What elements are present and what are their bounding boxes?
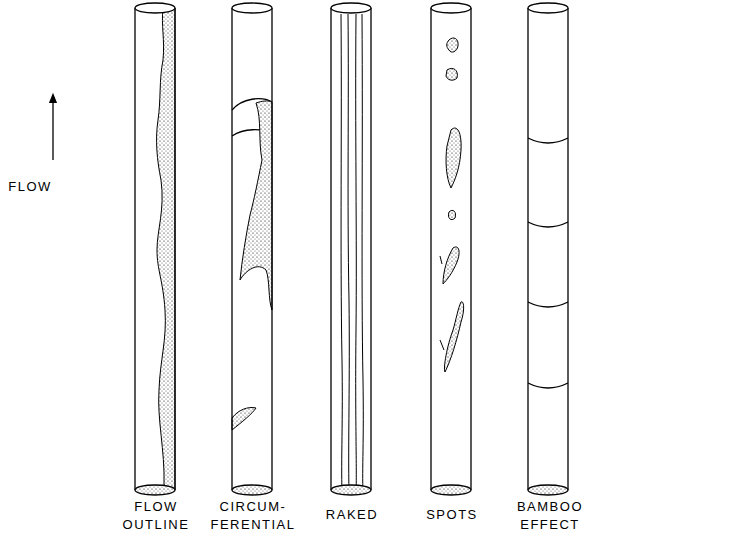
flow-arrow bbox=[52, 98, 53, 160]
flow-label: FLOW bbox=[4, 178, 56, 196]
tube-label: CIRCUM- FERENTIAL bbox=[205, 498, 301, 534]
tube-label: SPOTS bbox=[407, 506, 497, 524]
tube-label: FLOW OUTLINE bbox=[111, 498, 201, 534]
tube bbox=[232, 3, 272, 495]
tube bbox=[431, 3, 471, 495]
tube bbox=[135, 3, 175, 495]
tube-label: RAKED bbox=[307, 506, 397, 524]
tube-label: BAMBOO EFFECT bbox=[505, 498, 595, 534]
tube bbox=[331, 3, 371, 495]
tube bbox=[528, 3, 568, 495]
